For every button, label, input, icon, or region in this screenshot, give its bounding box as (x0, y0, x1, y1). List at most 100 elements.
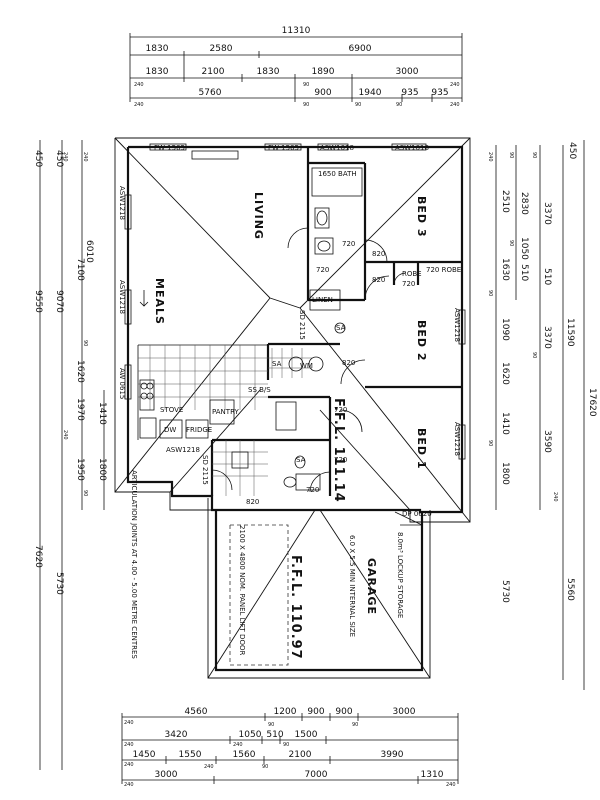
dim-bottom-11: 1550 (179, 750, 202, 760)
garage-outline (207, 498, 431, 679)
door-swings (211, 227, 407, 493)
stove-label: STOVE (160, 406, 183, 414)
door-label-sd1: SD 2115 (201, 455, 209, 485)
wet-area-fixtures (231, 167, 363, 491)
dim-right-16: 5560 (565, 578, 575, 601)
dim-bottom-small-10: 240 (124, 782, 134, 788)
dim-bottom-5: 3000 (393, 707, 416, 717)
dim-left-2: 9550 (33, 290, 43, 313)
dim-bottom-6: 3420 (165, 730, 188, 740)
ffl-garage-label: F.F.L. 110.97 (288, 555, 303, 660)
top-dimensions: 11310 1830 2580 6900 1830 2100 1830 1890… (129, 26, 463, 108)
dim-bottom-3: 900 (307, 707, 324, 717)
dim-right-1: 2510 (500, 190, 510, 213)
window-label-4: ASW1018 (395, 144, 429, 152)
robe-label: ROBE (402, 270, 422, 278)
dim-top-small-7: 240 (450, 82, 460, 88)
robe-720-label: 720 ROBE (426, 266, 461, 274)
dim-bottom-17: 1310 (421, 770, 444, 780)
window-label-3: ASW1018 (320, 144, 354, 152)
dim-top-small-3: 90 (303, 82, 309, 88)
dim-left-13: 1800 (97, 458, 107, 481)
dim-top-7: 1890 (312, 67, 335, 77)
room-label-bed3: BED 3 (415, 196, 428, 238)
dim-top-1: 1830 (146, 44, 169, 54)
dim-bottom-10: 1450 (133, 750, 156, 760)
dim-right-small-5: 90 (487, 290, 493, 296)
arrow-down-icon (139, 290, 149, 307)
dim-top-5: 2100 (202, 67, 225, 77)
dim-left-4: 450 (54, 150, 64, 167)
dim-right-small-3: 90 (531, 152, 537, 158)
dim-top-13: 935 (431, 88, 448, 98)
dim-top-small-8: 240 (450, 102, 460, 108)
dim-bottom-15: 3000 (155, 770, 178, 780)
door-720-b: 720 (402, 280, 415, 288)
dim-right-15: 11590 (565, 318, 575, 347)
dim-left-1: 450 (33, 150, 43, 167)
dim-left-small-4: 90 (82, 490, 88, 496)
dim-left-small-1: 240 (62, 152, 68, 162)
room-label-living: LIVING (252, 192, 265, 240)
room-label-bed2: BED 2 (415, 320, 428, 362)
dim-bottom-14: 3990 (381, 750, 404, 760)
dim-top-small-2: 240 (134, 102, 144, 108)
linen-label: LINEN (312, 296, 333, 304)
dim-right-12: 510 (542, 268, 552, 285)
room-label-bed1: BED 1 (415, 428, 428, 470)
room-label-meals: MEALS (153, 278, 166, 325)
dim-right-small-7: 90 (487, 440, 493, 446)
dim-left-12: 1410 (97, 402, 107, 425)
door-720-a: 720 (342, 240, 355, 248)
door-820-a: 820 (372, 250, 385, 258)
window-label-9: ASW1218 (166, 446, 200, 454)
dim-bottom-small-8: 90 (262, 764, 268, 770)
dim-top-3: 6900 (349, 44, 372, 54)
dim-right-10: 510 (519, 264, 529, 281)
articulation-note: ARTICULATION JOINTS AT 4.00 - 5.00 METRE… (130, 470, 138, 659)
dim-bottom-small-3: 90 (352, 722, 358, 728)
dishwasher-label: DW (164, 426, 176, 434)
dim-right-small-1: 240 (487, 152, 493, 162)
dim-bottom-7: 1050 (239, 730, 262, 740)
dim-bottom-small-9: 240 (204, 764, 214, 770)
dim-top-9: 5760 (199, 88, 222, 98)
smoke-alarm-2: SA (296, 456, 306, 464)
dim-top-small-4: 90 (303, 102, 309, 108)
dim-bottom-small-6: 90 (283, 742, 289, 748)
dim-right-4: 1620 (500, 362, 510, 385)
window-label-8: ASW1218 (453, 422, 461, 456)
window-label-2: FW 1505 (268, 144, 299, 152)
dim-right-13: 3370 (542, 326, 552, 349)
dim-left-5: 9070 (54, 290, 64, 313)
window-label-10: AW 0615 (118, 368, 126, 399)
dim-top-12: 935 (401, 88, 418, 98)
dim-left-8: 7100 (75, 258, 85, 281)
dim-bottom-1: 4560 (185, 707, 208, 717)
interior-walls (137, 147, 462, 496)
dim-left-9: 1620 (75, 360, 85, 383)
kitchen-tiles (138, 345, 312, 496)
dim-overall-top: 11310 (282, 26, 311, 36)
dim-left-11: 1950 (75, 458, 85, 481)
dim-right-small-4: 90 (508, 240, 514, 246)
dim-top-small-1: 240 (134, 82, 144, 88)
pantry-label: PANTRY (212, 408, 239, 416)
smoke-alarm-1: SA (336, 324, 346, 332)
plan-notes: F.F.L. 111.14 F.F.L. 110.97 ARTICULATION… (118, 144, 461, 660)
dim-top-8: 3000 (396, 67, 419, 77)
door-720-d: 720 (334, 456, 347, 464)
window-label-1: FW 1505 (154, 144, 185, 152)
washer-label: WM (300, 362, 313, 370)
dim-bottom-small-2: 90 (268, 722, 274, 728)
dim-right-5: 1410 (500, 412, 510, 435)
left-dimensions: 450 9550 7620 450 9070 5730 6010 7100 16… (33, 140, 107, 770)
dim-right-7: 5730 (500, 580, 510, 603)
smoke-alarm-3: SA (272, 360, 282, 368)
fridge-label: FRIDGE (186, 426, 212, 434)
dim-left-3: 7620 (33, 545, 43, 568)
door-820-d: 820 (246, 498, 259, 506)
bottom-dimensions: 4560 1200 900 900 3000 3420 1050 510 150… (121, 707, 459, 788)
dim-left-6: 5730 (54, 572, 64, 595)
